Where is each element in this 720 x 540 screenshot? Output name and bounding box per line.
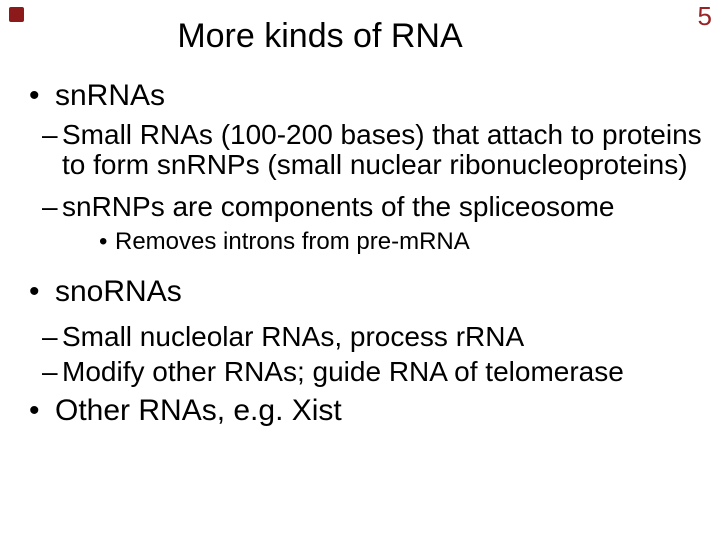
dash-bullet-icon: – (42, 119, 58, 150)
bullet-icon: • (99, 228, 108, 255)
bullet-text: Small nucleolar RNAs, process rRNA (62, 321, 525, 352)
bullet-item-snornas: • snoRNAs (0, 275, 714, 309)
bullet-text: snoRNAs (55, 275, 182, 308)
bullet-item-snrnas: • snRNAs (0, 79, 714, 113)
bullet-item-removes-introns: • Removes introns from pre-mRNA (0, 228, 714, 256)
bullet-text: Other RNAs, e.g. Xist (55, 394, 342, 427)
bullet-text: Removes introns from pre-mRNA (115, 228, 470, 255)
dash-bullet-icon: – (42, 356, 58, 387)
bullet-item-modify-other: – Modify other RNAs; guide RNA of telome… (0, 357, 714, 387)
bullet-icon: • (29, 79, 40, 112)
bullet-text-line: to form snRNPs (small nuclear ribonucleo… (62, 149, 688, 180)
bullet-item-small-nucleolar: – Small nucleolar RNAs, process rRNA (0, 322, 714, 352)
bullet-text-line: Small RNAs (100-200 bases) that attach t… (62, 119, 702, 150)
slide-number: 5 (697, 1, 712, 31)
bullet-item-snrnps: – snRNPs are components of the spliceoso… (0, 192, 714, 222)
bullet-item-small-rnas: – Small RNAs (100-200 bases) that attach… (0, 120, 714, 180)
dash-bullet-icon: – (42, 321, 58, 352)
slide-title: More kinds of RNA (177, 17, 463, 55)
bullet-text: snRNPs are components of the spliceosome (62, 191, 615, 222)
bullet-item-other-rnas: • Other RNAs, e.g. Xist (0, 394, 714, 428)
bullet-icon: • (29, 275, 40, 308)
red-square-decoration (9, 7, 24, 22)
dash-bullet-icon: – (42, 191, 58, 222)
bullet-text: Modify other RNAs; guide RNA of telomera… (62, 356, 624, 387)
bullet-icon: • (29, 394, 40, 427)
bullet-text: snRNAs (55, 79, 166, 112)
